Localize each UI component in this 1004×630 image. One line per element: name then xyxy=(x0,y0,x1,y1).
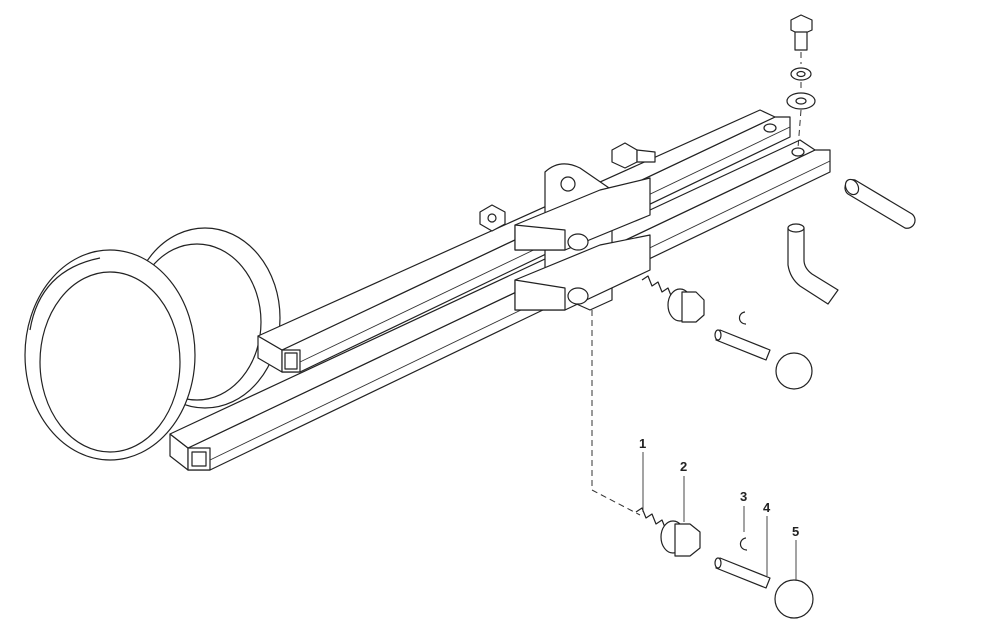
callout-5: 5 xyxy=(792,524,799,539)
bent-handle xyxy=(787,223,839,305)
sleeve-upper xyxy=(514,177,651,251)
hex-bolt-small xyxy=(611,142,656,169)
tube-ring-front xyxy=(24,249,196,461)
leader-washer-tube xyxy=(797,109,802,149)
hex-bolt-top xyxy=(790,14,813,51)
lock-washer-top xyxy=(790,67,812,81)
callout-4: 4 xyxy=(763,500,771,515)
knob-exploded xyxy=(774,579,814,619)
callout-1: 1 xyxy=(639,436,646,451)
nut-upper xyxy=(667,288,705,323)
clip-exploded xyxy=(739,537,748,551)
pin-exploded xyxy=(714,557,771,589)
hex-nut-small xyxy=(479,204,506,232)
upper-tube-end-hole xyxy=(763,123,777,133)
sleeve-lower xyxy=(514,234,651,311)
pin-upper xyxy=(714,329,771,361)
leader-bracket-spring xyxy=(591,310,641,516)
callout-2: 2 xyxy=(680,459,687,474)
knob-upper xyxy=(775,352,813,390)
clip-upper xyxy=(738,311,747,325)
nut-exploded xyxy=(660,520,701,557)
callout-3: 3 xyxy=(740,489,747,504)
lower-square-tube xyxy=(169,139,831,471)
straight-rod xyxy=(844,178,916,229)
flat-washer-top xyxy=(786,92,816,110)
